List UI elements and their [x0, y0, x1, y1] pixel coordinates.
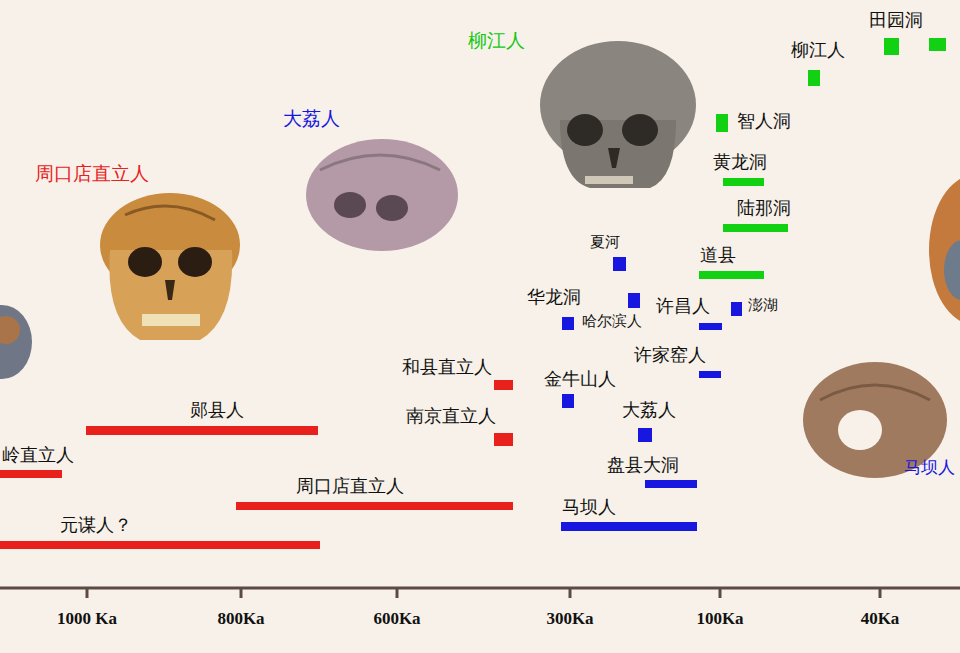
site-label: 金牛山人: [544, 369, 616, 390]
axis-tick-label: 1000 Ka: [57, 609, 117, 629]
site-label: 陆那洞: [737, 198, 791, 219]
site-label: 澎湖: [748, 297, 778, 314]
axis-tick-label: 300Ka: [546, 609, 593, 629]
axis-tick-label: 800Ka: [217, 609, 264, 629]
skull-photo: [929, 175, 960, 325]
axis-ticks: [87, 588, 880, 598]
site-label: 田园洞: [869, 10, 923, 31]
site-label: 盘县大洞: [607, 455, 679, 476]
site-label: 马坝人: [562, 497, 616, 518]
site-label: 元谋人？: [60, 515, 132, 536]
site-label: 和县直立人: [402, 357, 492, 378]
site-label: 大荔人: [283, 108, 340, 130]
site-label: 许家窑人: [634, 345, 706, 366]
site-label: 智人洞: [737, 111, 791, 132]
site-label: 南京直立人: [406, 406, 496, 427]
site-label: 大荔人: [622, 400, 676, 421]
skull-photo: [540, 41, 696, 188]
archaic-bars: [561, 257, 742, 531]
site-label: 柳江人: [791, 40, 845, 61]
skull-photo: [306, 139, 458, 251]
axis-tick-label: 600Ka: [373, 609, 420, 629]
sapiens-bars: [699, 38, 946, 279]
erectus-bars: [0, 380, 513, 549]
site-label: 哈尔滨人: [582, 313, 642, 330]
site-label: 周口店直立人: [296, 476, 404, 497]
axis-tick-label: 100Ka: [696, 609, 743, 629]
axis-tick-label: 40Ka: [861, 609, 900, 629]
site-label: 夏河: [590, 234, 620, 251]
site-label: 柳江人: [468, 30, 525, 52]
site-label: 华龙洞: [527, 287, 581, 308]
site-label: 周口店直立人: [35, 163, 149, 185]
site-label: 黄龙洞: [713, 152, 767, 173]
site-label: 马坝人: [904, 458, 955, 478]
site-label: 郧县人: [190, 400, 244, 421]
skull-photo: [0, 305, 32, 379]
site-label: 许昌人: [656, 296, 710, 317]
skull-photo: [100, 193, 240, 340]
site-label: 岭直立人: [2, 445, 74, 466]
time-axis: [0, 587, 960, 590]
site-label: 道县: [700, 245, 736, 266]
